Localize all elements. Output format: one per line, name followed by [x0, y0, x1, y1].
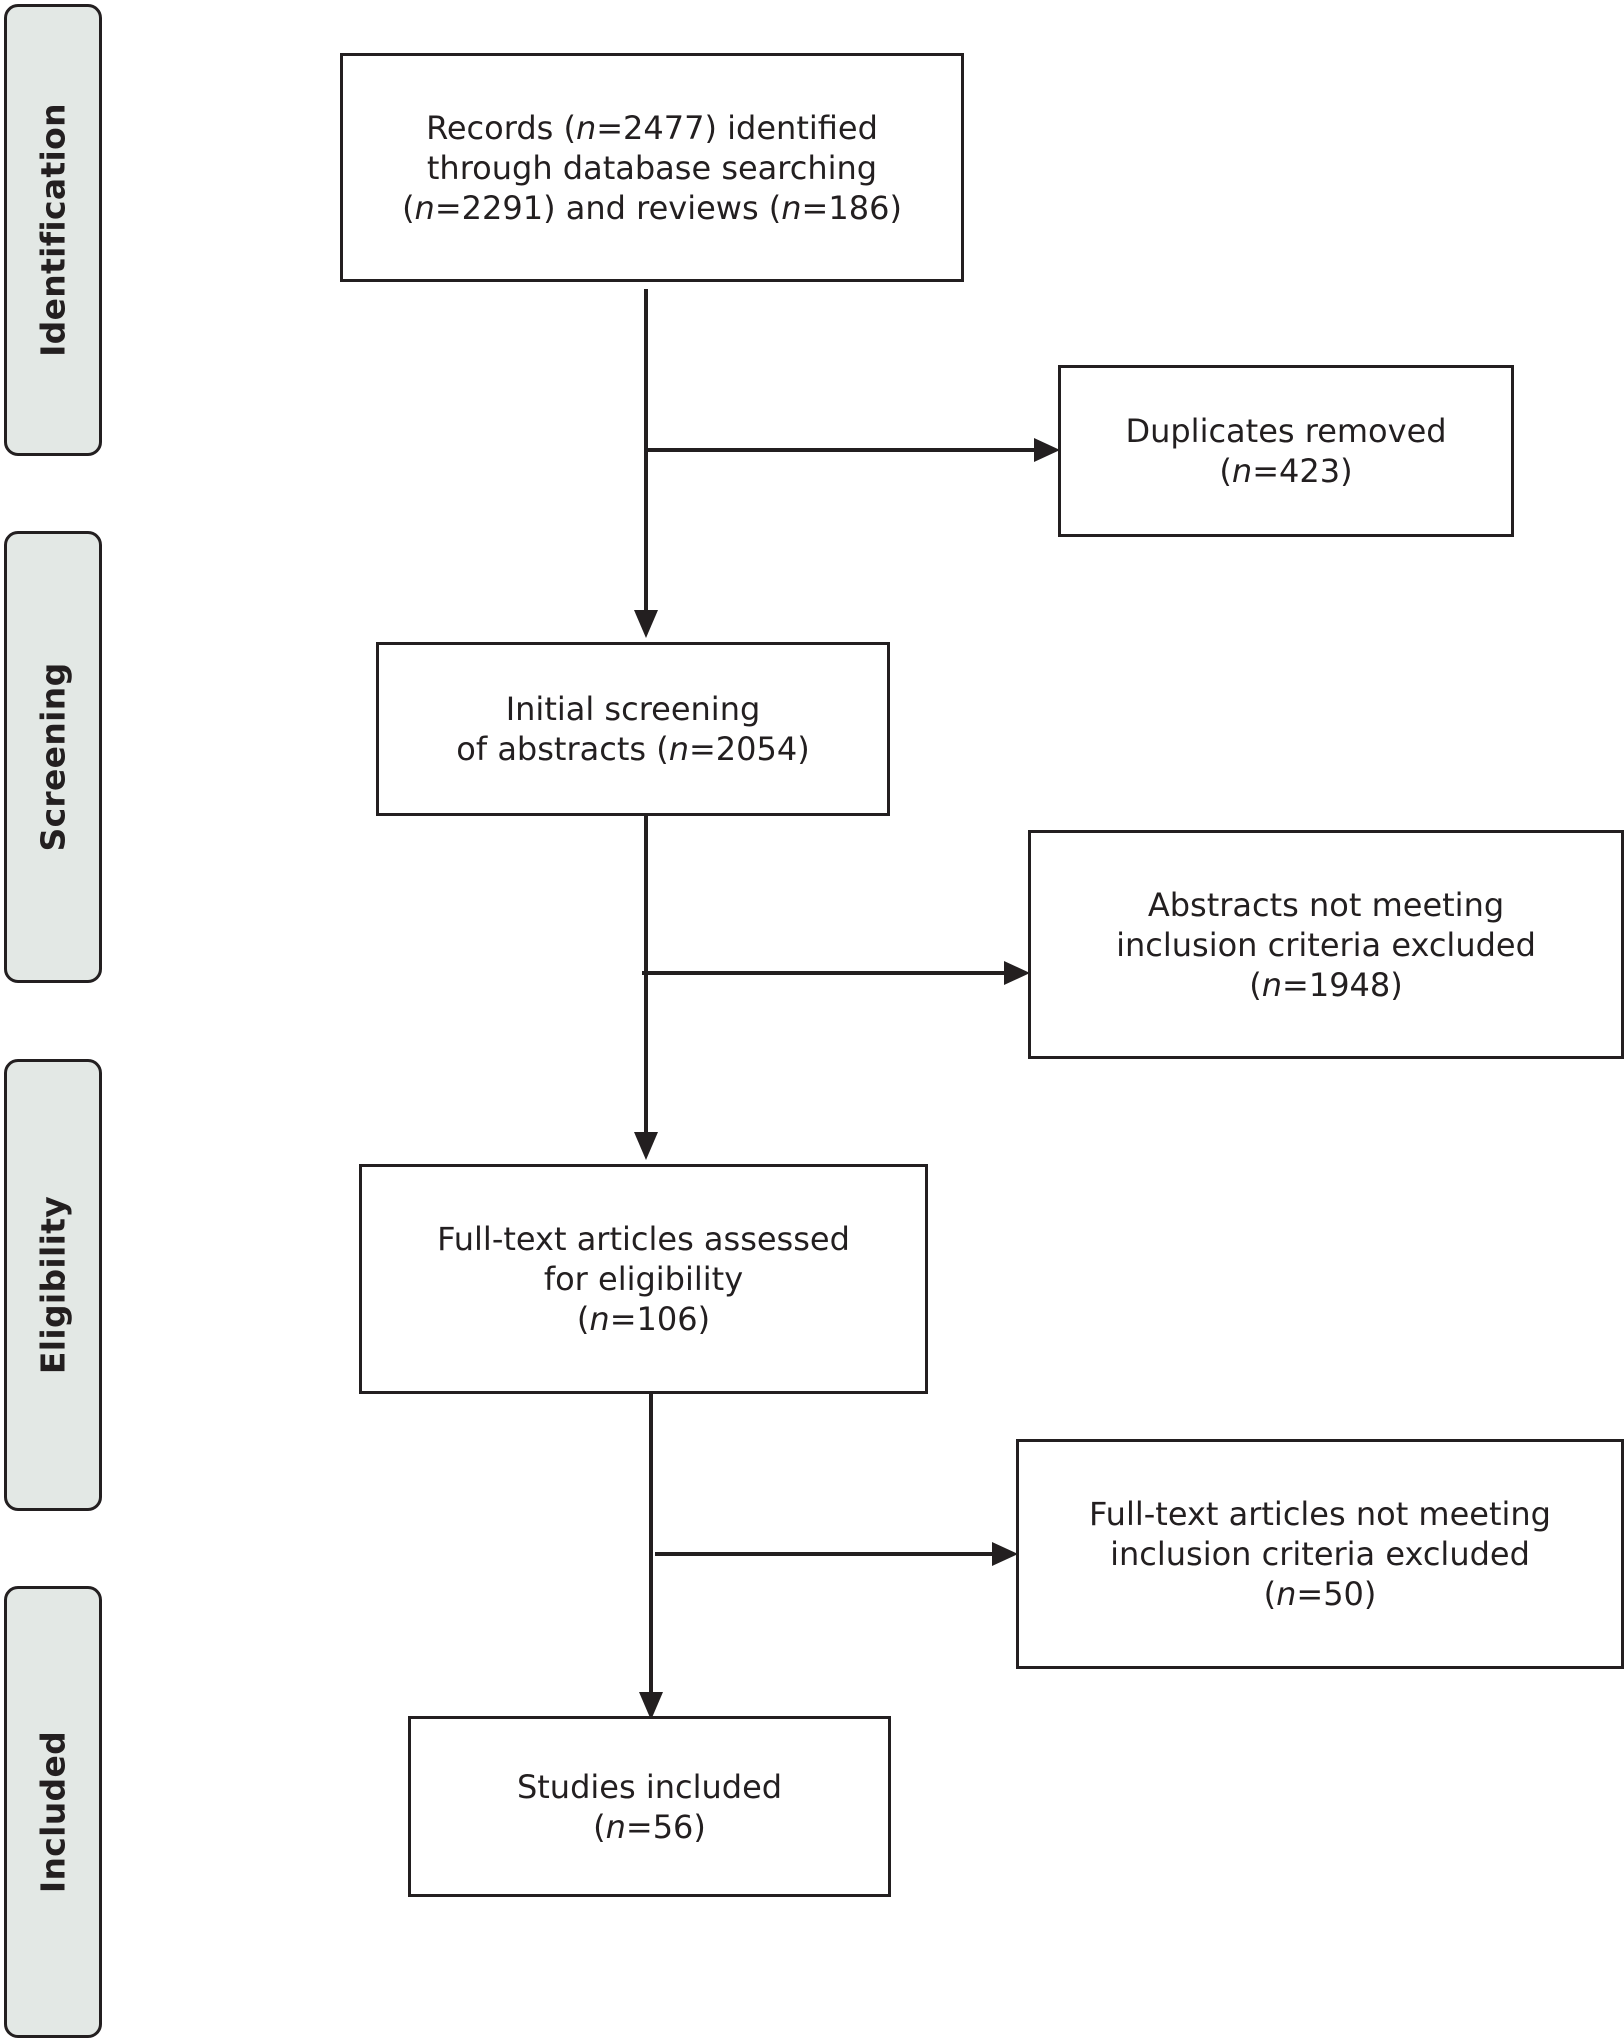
arrowhead-to-abstracts-excluded [1004, 961, 1030, 985]
stage-screening: Screening [4, 531, 102, 983]
box-abstracts-excluded: Abstracts not meeting inclusion criteria… [1028, 830, 1624, 1059]
fulltext-line-1: Full-text articles assessed [437, 1220, 850, 1258]
duplicates-line-1: Duplicates removed [1125, 412, 1447, 450]
fulltext-excluded-line-2: inclusion criteria excluded [1110, 1535, 1530, 1573]
duplicates-line-2: (n=423) [1219, 452, 1353, 490]
records-line-3: (n=2291) and reviews (n=186) [402, 188, 902, 227]
arrowhead-to-fulltext-excluded [992, 1542, 1018, 1566]
box-fulltext-excluded: Full-text articles not meeting inclusion… [1016, 1439, 1624, 1669]
abstracts-excluded-line-2: inclusion criteria excluded [1116, 925, 1536, 964]
box-initial-screening: Initial screening of abstracts (n=2054) [376, 642, 890, 816]
abstracts-excluded-line-3: (n=1948) [1249, 965, 1403, 1004]
arrowhead-to-included [639, 1692, 663, 1720]
box-studies-included: Studies included (n=56) [408, 1716, 891, 1897]
screening-line-1: Initial screening [505, 690, 761, 728]
box-fulltext-assessed: Full-text articles assessed for eligibil… [359, 1164, 928, 1394]
stage-eligibility: Eligibility [4, 1059, 102, 1511]
box-duplicates-removed: Duplicates removed (n=423) [1058, 365, 1514, 537]
screening-line-2: of abstracts (n=2054) [456, 730, 810, 768]
arrowhead-to-duplicates [1034, 438, 1060, 462]
stage-identification: Identification [4, 4, 102, 456]
abstracts-excluded-line-1: Abstracts not meeting [1147, 885, 1505, 924]
fulltext-line-2: for eligibility [543, 1260, 744, 1298]
arrowhead-to-fulltext [634, 1132, 658, 1160]
box-records-identified: Records (n=2477) identified through data… [340, 53, 964, 282]
stage-included: Included [4, 1586, 102, 2038]
included-line-1: Studies included [516, 1767, 783, 1806]
fulltext-excluded-line-1: Full-text articles not meeting [1089, 1495, 1551, 1533]
arrowhead-to-screening [634, 610, 658, 638]
fulltext-line-3: (n=106) [576, 1300, 711, 1338]
included-line-2: (n=56) [593, 1807, 706, 1846]
records-line-2: through database searching [426, 148, 878, 187]
fulltext-excluded-line-3: (n=50) [1263, 1575, 1377, 1613]
records-line-1: Records (n=2477) identified [426, 108, 878, 147]
